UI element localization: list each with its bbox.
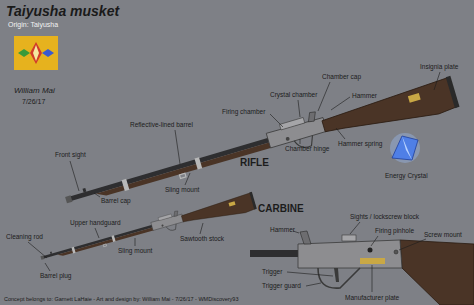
part-label: Chamber hinge [285,145,329,153]
leader-line [175,130,180,164]
leader-line [94,193,100,197]
variant-label: CARBINE [258,203,304,214]
part-label: Trigger guard [262,282,301,290]
part-label: Firing pinhole [375,227,414,235]
detail-hammer [300,231,311,244]
leader-line [28,242,47,258]
leader-line [185,173,190,185]
detail-barrel [250,250,300,257]
signature: William Mai [14,86,55,95]
part-label: Barrel plug [40,272,71,280]
flag-gem [30,42,42,64]
leader-line [350,222,360,234]
part-label: Screw mount [424,231,462,239]
leader-lines [28,72,440,292]
leader-line [434,72,440,90]
variant-label: RIFLE [240,157,269,168]
part-label: Front sight [55,151,86,159]
part-label: Sling mount [118,247,152,255]
leader-line [270,114,283,127]
trigger-guard [318,268,360,288]
part-label: Firing chamber [222,108,265,116]
leader-line [331,97,350,110]
trigger [334,268,339,282]
date-note: 7/26/17 [22,98,45,106]
flag [14,36,58,70]
part-label: Sights / lockscrew block [350,213,419,221]
part-label: Energy Crystal [385,172,428,180]
leader-line [298,100,300,117]
part-label: Insignia plate [420,63,458,71]
leader-line [399,239,426,250]
leader-line [306,283,321,286]
part-label: Manufacturer plate [345,294,399,302]
part-label: Hammer [270,226,295,234]
carbine-drawing [39,189,257,270]
detail-stock [400,240,474,305]
leader-line [135,238,136,246]
firing-pinhole [368,248,373,253]
screw-mount [394,250,398,254]
credit-footer: Concept belongs to: Garnett LaHaie - Art… [4,296,238,303]
part-label: Sling mount [165,186,199,194]
leader-line [336,128,345,139]
part-label: Crystal chamber [270,91,317,99]
flag-gem [18,49,30,57]
part-label: Cleaning rod [6,233,43,241]
leader-line [95,228,99,238]
rifle-drawing [62,71,460,222]
part-label: Reflective-lined barrel [130,121,193,129]
leader-line [70,161,79,191]
crystal-glow [390,133,420,163]
manufacturer-plate [360,258,385,264]
part-label: Hammer [352,92,377,100]
leader-line [45,263,50,271]
leader-line [318,82,330,111]
leader-line [300,139,301,144]
origin-note: Origin: Taiyusha [8,21,58,29]
part-label: Barrel cap [101,197,131,205]
leader-line [200,223,203,234]
sheet-title: Taiyusha musket [6,3,119,19]
leader-line [287,272,333,276]
part-label: Hammer spring [338,140,382,148]
crystal-facet [402,136,412,160]
part-label: Chamber cap [322,73,361,81]
part-label: Upper handguard [70,219,121,227]
leader-line [372,265,373,292]
leader-line [371,236,378,246]
part-label: Trigger [262,268,282,276]
flag-gem [33,45,39,61]
sight-block [342,235,356,241]
detail-action [298,240,402,268]
part-label: Sawtooth stock [180,235,224,243]
energy-crystal [392,136,418,160]
flag-gem [42,49,54,57]
